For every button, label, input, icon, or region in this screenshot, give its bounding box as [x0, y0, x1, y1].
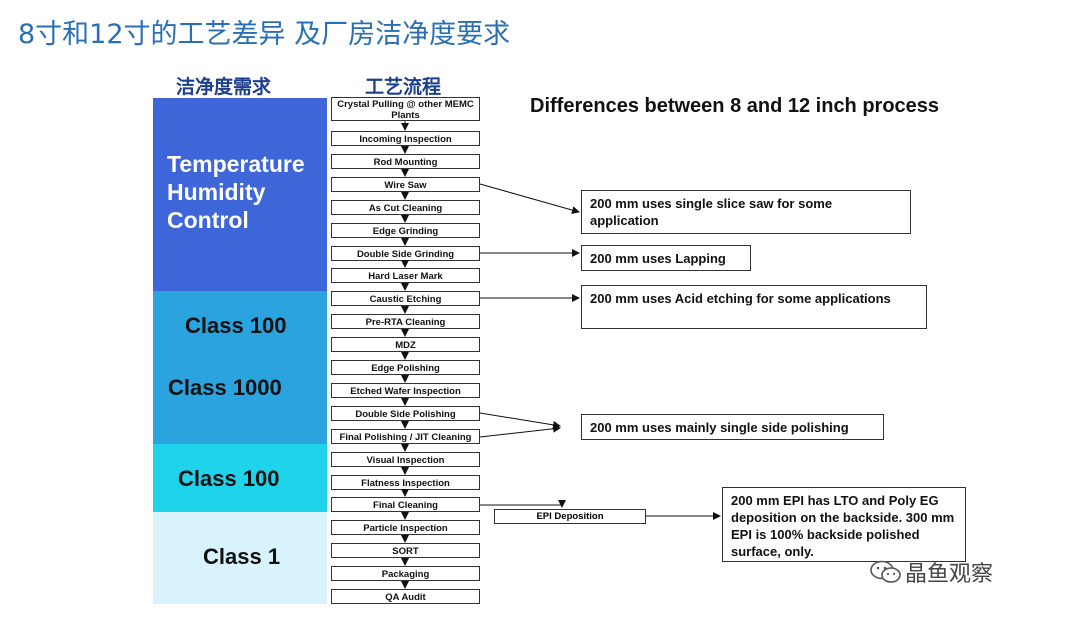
- process-flow-header: 工艺流程: [365, 76, 442, 98]
- zone-class-100-1000: Class 100 Class 1000: [153, 291, 327, 444]
- step-qa-audit: QA Audit: [331, 589, 480, 604]
- zone-label-class-1: Class 1: [203, 544, 281, 569]
- step-hard-laser-mark: Hard Laser Mark: [331, 268, 480, 283]
- zone-label-class-100: Class 100: [185, 313, 287, 338]
- note-epi: 200 mm EPI has LTO and Poly EG depositio…: [722, 487, 966, 562]
- zone-line: Humidity: [167, 179, 266, 205]
- watermark-text: 晶鱼观察: [905, 562, 994, 587]
- zone-class-1: Class 1: [153, 512, 327, 604]
- cleanliness-header: 洁净度需求: [176, 76, 272, 98]
- page-title: 8寸和12寸的工艺差异 及厂房洁净度要求: [18, 19, 511, 50]
- step-mdz: MDZ: [331, 337, 480, 352]
- step-incoming-inspection: Incoming Inspection: [331, 131, 480, 146]
- note-arrows: [479, 183, 721, 520]
- note-acid-etching: 200 mm uses Acid etching for some applic…: [581, 285, 927, 329]
- step-double-side-polishing: Double Side Polishing: [331, 406, 480, 421]
- zone-label-class-1000: Class 1000: [168, 375, 282, 400]
- wechat-icon: [870, 560, 901, 583]
- step-sort: SORT: [331, 543, 480, 558]
- zone-temperature: Temperature Humidity Control: [153, 98, 327, 291]
- step-wire-saw: Wire Saw: [331, 177, 480, 192]
- zone-line: Control: [167, 207, 249, 233]
- step-caustic-etching: Caustic Etching: [331, 291, 480, 306]
- zone-class-100-b: Class 100: [153, 444, 327, 512]
- step-etched-wafer-inspection: Etched Wafer Inspection: [331, 383, 480, 398]
- step-particle-inspection: Particle Inspection: [331, 520, 480, 535]
- note-lapping: 200 mm uses Lapping: [581, 245, 751, 271]
- zone-line: Temperature: [167, 151, 305, 177]
- step-edge-polishing: Edge Polishing: [331, 360, 480, 375]
- note-single-side-polishing: 200 mm uses mainly single side polishing: [581, 414, 884, 440]
- step-edge-grinding: Edge Grinding: [331, 223, 480, 238]
- differences-title: Differences between 8 and 12 inch proces…: [530, 95, 940, 117]
- zone-label-class-100-b: Class 100: [178, 466, 280, 491]
- step-crystal-pulling: Crystal Pulling @ other MEMC Plants: [331, 97, 480, 121]
- step-epi-deposition: EPI Deposition: [494, 509, 646, 524]
- step-final-cleaning: Final Cleaning: [331, 497, 480, 512]
- step-final-polishing: Final Polishing / JIT Cleaning: [331, 429, 480, 444]
- step-pre-rta-cleaning: Pre-RTA Cleaning: [331, 314, 480, 329]
- step-rod-mounting: Rod Mounting: [331, 154, 480, 169]
- step-as-cut-cleaning: As Cut Cleaning: [331, 200, 480, 215]
- step-visual-inspection: Visual Inspection: [331, 452, 480, 467]
- note-wire-saw: 200 mm uses single slice saw for some ap…: [581, 190, 911, 234]
- step-packaging: Packaging: [331, 566, 480, 581]
